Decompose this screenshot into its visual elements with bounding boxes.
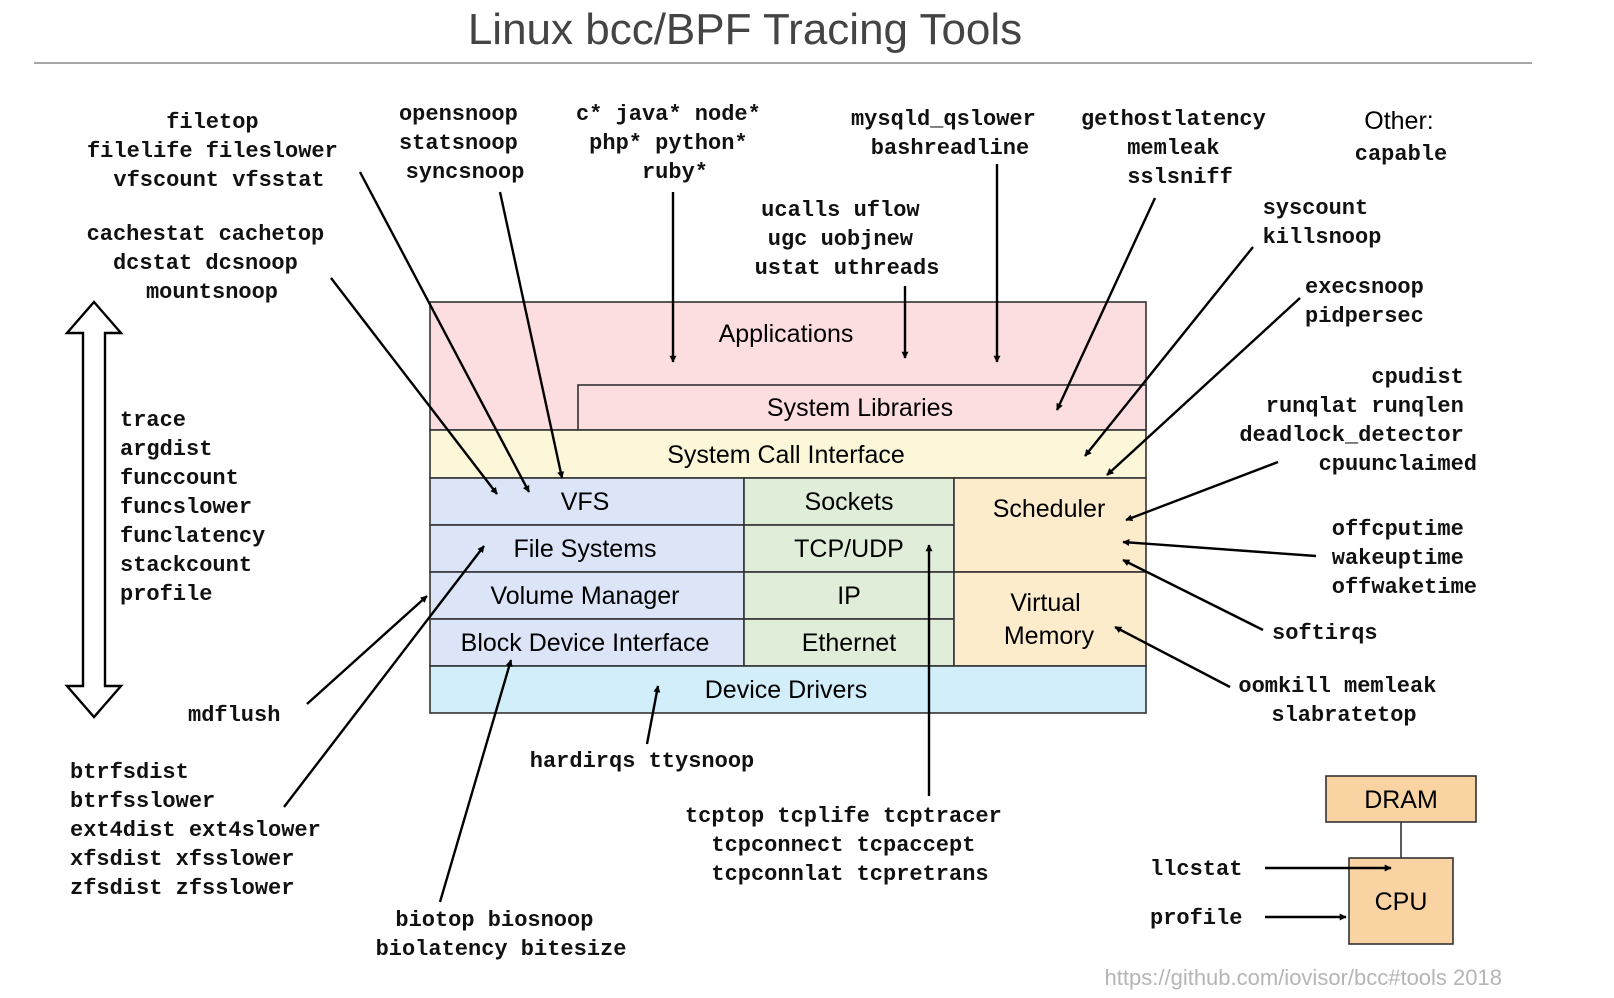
tools-syscount: syscount killsnoop <box>1263 196 1382 250</box>
tools-opensnoop: opensnoop statsnoop syncsnoop <box>399 102 531 185</box>
volume-manager-label: Volume Manager <box>490 582 679 610</box>
ip-label: IP <box>837 582 861 610</box>
tcp-udp-label: TCP/UDP <box>794 535 904 563</box>
arrow-bio-blockdev <box>438 659 513 903</box>
tools-ucalls: ucalls uflow ugc uobjnew ustat uthreads <box>755 198 940 281</box>
system-libraries-box <box>577 384 1147 431</box>
arrow-multi-volume <box>306 595 428 705</box>
device-drivers-label: Device Drivers <box>705 676 868 704</box>
tools-languages: c* java* node* php* python* ruby* <box>576 102 774 185</box>
stack-wide-arrow <box>64 300 124 719</box>
diagram-title: Linux bcc/BPF Tracing Tools <box>468 5 1022 54</box>
tools-cpudist: cpudist runqlat runqlen deadlock_detecto… <box>1239 365 1477 477</box>
arrow-oomkill-vm <box>1114 625 1231 689</box>
scheduler-box <box>953 477 1147 573</box>
arrow-softirqs-scheduler <box>1122 558 1264 632</box>
arrow-gethostlatency-libs <box>1055 197 1157 411</box>
vfs-label: VFS <box>561 488 610 516</box>
virtual-memory-label: Virtual Memory <box>1004 589 1095 650</box>
sockets-label: Sockets <box>805 488 894 516</box>
tcp-udp-box <box>743 524 955 573</box>
arrow-offcpu-scheduler <box>1122 538 1317 558</box>
tools-fsdist: btrfsdist btrfsslower ext4dist ext4slowe… <box>70 760 334 901</box>
tools-mysqld: mysqld_qslower bashreadline <box>851 107 1049 161</box>
arrow-syscount-sci <box>1084 246 1254 457</box>
arrow-fsdist-filesystems <box>283 545 485 808</box>
arrow-hardirqs-drivers <box>645 685 661 745</box>
tools-mdflush: mdflush <box>188 703 280 728</box>
tools-bio: biotop biosnoop biolatency bitesize <box>376 908 627 962</box>
tool-arrows <box>283 164 1392 921</box>
block-device-interface-label: Block Device Interface <box>461 629 710 657</box>
tools-oomkill: oomkill memleak slabratetop <box>1238 674 1449 728</box>
ip-box <box>743 571 955 620</box>
dram-label: DRAM <box>1364 786 1438 814</box>
applications-label: Applications <box>719 320 854 348</box>
tools-filetop: filetop filelife fileslower vfscount vfs… <box>87 110 351 193</box>
cpu-label: CPU <box>1375 888 1428 916</box>
ethernet-box <box>743 618 955 667</box>
system-libraries-label: System Libraries <box>767 394 953 422</box>
arrow-filetop-vfs <box>358 171 531 493</box>
ethernet-label: Ethernet <box>802 629 897 657</box>
tools-softirqs: softirqs <box>1272 621 1378 646</box>
footer-source: https://github.com/iovisor/bcc#tools 201… <box>1105 965 1502 990</box>
virtual-memory-box <box>953 571 1147 667</box>
tools-execsnoop: execsnoop pidpersec <box>1305 275 1437 329</box>
tools-tcp: tcptop tcplife tcptracer tcpconnect tcpa… <box>685 804 1015 887</box>
dram-box <box>1325 775 1477 823</box>
kernel-stack <box>429 301 1147 714</box>
arrow-cpudist-scheduler <box>1125 460 1279 522</box>
tools-cachestat: cachestat cachetop dcstat dcsnoop mounts… <box>87 222 338 305</box>
tools-multi: trace argdist funccount funcslower funcl… <box>120 408 278 607</box>
tools-other: Other: capable <box>1355 107 1447 167</box>
system-call-interface-label: System Call Interface <box>667 441 905 469</box>
arrow-execsnoop-sci <box>1106 297 1301 476</box>
cpu-box <box>1348 857 1454 945</box>
arrow-cachestat-vfs <box>330 277 498 495</box>
scheduler-label: Scheduler <box>993 495 1106 523</box>
tools-profile: profile <box>1150 906 1242 931</box>
tools-hardirqs: hardirqs ttysnoop <box>530 749 754 774</box>
volume-manager-box <box>429 571 745 620</box>
tools-offcpu: offcputime wakeuptime offwaketime <box>1332 517 1477 600</box>
tools-gethostlatency: gethostlatency memleak sslsniff <box>1081 107 1279 190</box>
device-drivers-box <box>429 665 1147 714</box>
tools-llcstat: llcstat <box>1150 857 1242 882</box>
arrow-opensnoop-vfs <box>498 191 565 479</box>
file-systems-label: File Systems <box>513 535 656 563</box>
